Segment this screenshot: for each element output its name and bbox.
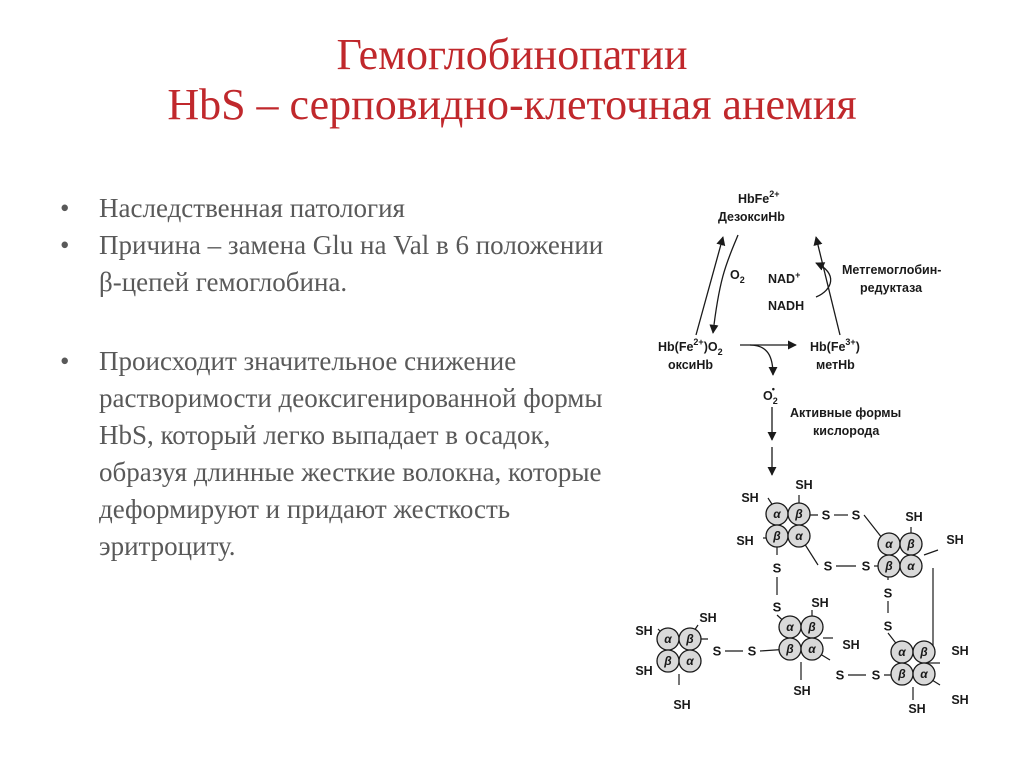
ros-label-2: кислорода bbox=[813, 424, 880, 438]
enzyme-label-1: Метгемоглобин- bbox=[842, 263, 941, 277]
thiol-group-label: SH bbox=[635, 624, 652, 638]
thiol-group-label: SH bbox=[635, 664, 652, 678]
thiol-group-label: SH bbox=[741, 491, 758, 505]
bullet-marker: • bbox=[60, 346, 70, 376]
alpha-chain-label: α bbox=[786, 620, 794, 634]
globin-subunit bbox=[912, 662, 936, 686]
thiol-group-label: SH bbox=[811, 596, 828, 610]
thiol-group-label: SH bbox=[951, 693, 968, 707]
sulfur-atom-label: S bbox=[824, 559, 833, 574]
slide-title: Гемоглобинопатии HbS – серповидно-клеточ… bbox=[0, 30, 1024, 130]
met-hb-label: метHb bbox=[816, 358, 855, 372]
beta-chain-label: β bbox=[906, 537, 915, 551]
bullet-item: • Наследственная патология bbox=[58, 190, 618, 227]
alpha-chain-label: α bbox=[898, 645, 906, 659]
sulfur-atom-label: S bbox=[822, 508, 831, 523]
beta-chain-label: β bbox=[663, 654, 672, 668]
thiol-group-label: SH bbox=[736, 534, 753, 548]
thiol-group-label: SH bbox=[946, 533, 963, 547]
beta-chain-label: β bbox=[685, 632, 694, 646]
bullet-item: • Причина – замена Glu на Val в 6 положе… bbox=[58, 227, 618, 301]
globin-subunit bbox=[678, 649, 702, 673]
alpha-chain-label: α bbox=[885, 537, 893, 551]
bullet-marker: • bbox=[60, 193, 70, 223]
thiol-group-label: SH bbox=[793, 684, 810, 698]
thiol-group-label: SH bbox=[699, 611, 716, 625]
superoxide-branch-arrow bbox=[749, 344, 778, 376]
bond-line bbox=[923, 549, 939, 556]
bullet-item: • Происходит значительное снижение раств… bbox=[58, 343, 618, 565]
sulfur-atom-label: S bbox=[773, 561, 782, 576]
sulfur-atom-label: S bbox=[872, 668, 881, 683]
sulfur-atom-label: S bbox=[773, 600, 782, 615]
sulfur-atom-label: S bbox=[713, 644, 722, 659]
globin-subunit bbox=[800, 637, 824, 661]
beta-chain-label: β bbox=[785, 642, 794, 656]
reductase-arrow bbox=[813, 236, 841, 336]
thiol-group-label: SH bbox=[908, 702, 925, 716]
alpha-chain-label: α bbox=[664, 632, 672, 646]
deoxy-hb-label: ДезоксиHb bbox=[718, 210, 785, 224]
beta-chain-label: β bbox=[884, 559, 893, 573]
beta-chain-label: β bbox=[807, 620, 816, 634]
bullet-text: Происходит значительное снижение раствор… bbox=[99, 346, 603, 561]
deoxy-hb-formula: HbFe2+ bbox=[738, 189, 780, 206]
met-hb-formula: Hb(Fe3+) bbox=[810, 337, 860, 354]
sulfur-atom-label: S bbox=[884, 619, 893, 634]
alpha-chain-label: α bbox=[795, 529, 803, 543]
beta-chain-label: β bbox=[919, 645, 928, 659]
sulfur-atom-label: S bbox=[852, 508, 861, 523]
nad-cycle-arrow bbox=[815, 262, 832, 298]
alpha-chain-label: α bbox=[907, 559, 915, 573]
superoxide-label: O2• bbox=[763, 384, 778, 406]
hemoglobin-cycle-diagram: HbFe2+ ДезоксиHb O2 NAD+ NADH Метгемогло… bbox=[635, 189, 968, 716]
thiol-group-label: SH bbox=[673, 698, 690, 712]
alpha-chain-label: α bbox=[920, 667, 928, 681]
deoxygenation-arrow bbox=[709, 234, 739, 334]
bullet-text: Причина – замена Glu на Val в 6 положени… bbox=[99, 230, 604, 297]
alpha-chain-label: α bbox=[773, 507, 781, 521]
beta-chain-label: β bbox=[794, 507, 803, 521]
thiol-group-label: SH bbox=[905, 510, 922, 524]
thiol-group-label: SH bbox=[951, 644, 968, 658]
bullet-marker: • bbox=[60, 230, 70, 260]
bullet-list: • Наследственная патология • Причина – з… bbox=[58, 190, 618, 565]
sulfur-atom-label: S bbox=[862, 559, 871, 574]
beta-chain-label: β bbox=[897, 667, 906, 681]
globin-subunit bbox=[787, 524, 811, 548]
o2-label: O2 bbox=[730, 268, 745, 285]
oxy-hb-label: оксиHb bbox=[668, 358, 713, 372]
sulfur-atom-label: S bbox=[884, 586, 893, 601]
beta-chain-label: β bbox=[772, 529, 781, 543]
title-line-1: Гемоглобинопатии bbox=[336, 30, 688, 79]
bullet-text: Наследственная патология bbox=[99, 193, 405, 223]
oxy-hb-formula: Hb(Fe2+)O2 bbox=[658, 337, 723, 357]
nad-plus-label: NAD+ bbox=[768, 270, 800, 286]
enzyme-label-2: редуктаза bbox=[860, 281, 923, 295]
sulfur-atom-label: S bbox=[748, 644, 757, 659]
alpha-chain-label: α bbox=[808, 642, 816, 656]
thiol-group-label: SH bbox=[795, 478, 812, 492]
globin-subunit bbox=[899, 554, 923, 578]
oxygenation-arrow bbox=[695, 236, 726, 336]
ros-label-1: Активные формы bbox=[790, 406, 901, 420]
title-line-2: HbS – серповидно-клеточная анемия bbox=[167, 80, 857, 129]
alpha-chain-label: α bbox=[686, 654, 694, 668]
sulfur-atom-label: S bbox=[836, 668, 845, 683]
nadh-label: NADH bbox=[768, 299, 804, 313]
thiol-group-label: SH bbox=[842, 638, 859, 652]
